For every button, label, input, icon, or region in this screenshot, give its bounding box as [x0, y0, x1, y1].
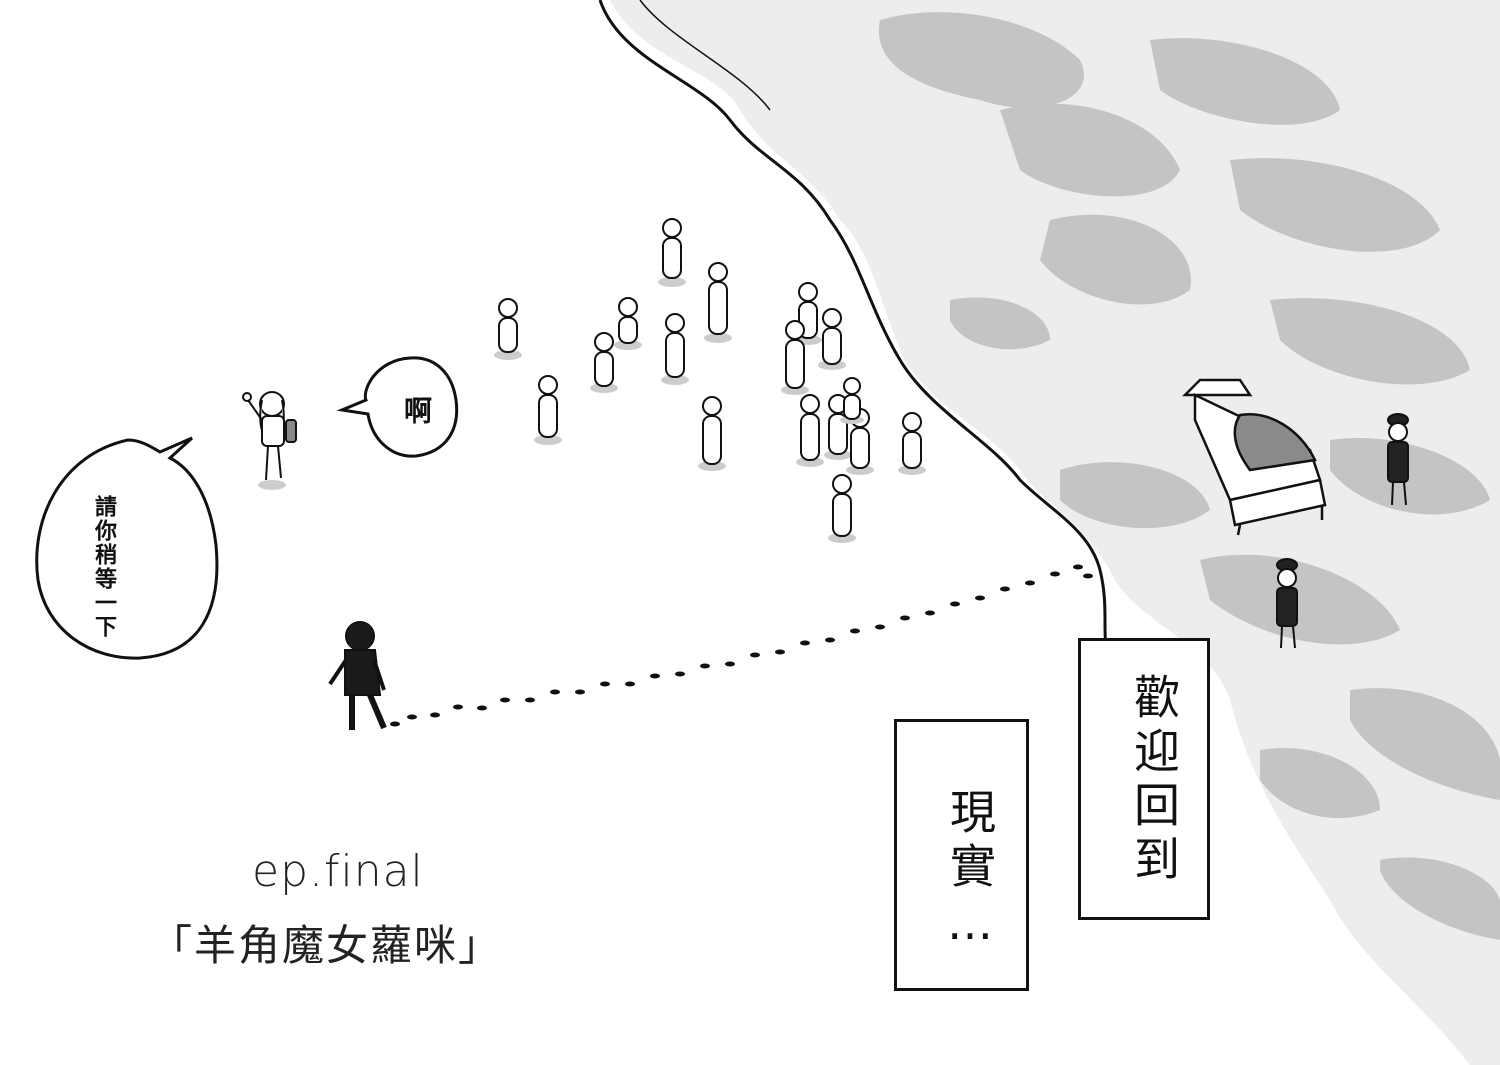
waving-girl [242, 391, 297, 490]
footprints [390, 564, 1093, 727]
crowd [494, 218, 926, 543]
caption-box-reality: 現實… [894, 719, 1029, 991]
shoreline [598, 0, 1112, 661]
speech-bubble-ah [336, 356, 459, 458]
sea-water [610, 0, 1500, 1065]
caption-welcome-text: 歡迎回到 [1127, 673, 1181, 889]
speech-ah-text: 啊 [400, 396, 433, 424]
caption-box-welcome: 歡迎回到 [1078, 638, 1210, 920]
speech-wait-text: 請你稍等一下 [91, 495, 116, 639]
walking-boy [328, 621, 387, 730]
water-shading [878, 12, 1500, 940]
guard-upper [1387, 413, 1409, 506]
speech-bubble-wait [35, 436, 219, 660]
guard-lower [1276, 558, 1298, 649]
chapter-title: 「羊角魔女蘿咪」 [150, 921, 503, 970]
episode-label: ep.final [252, 846, 424, 897]
bed [1181, 378, 1327, 536]
caption-reality-text: 現實… [943, 788, 997, 958]
